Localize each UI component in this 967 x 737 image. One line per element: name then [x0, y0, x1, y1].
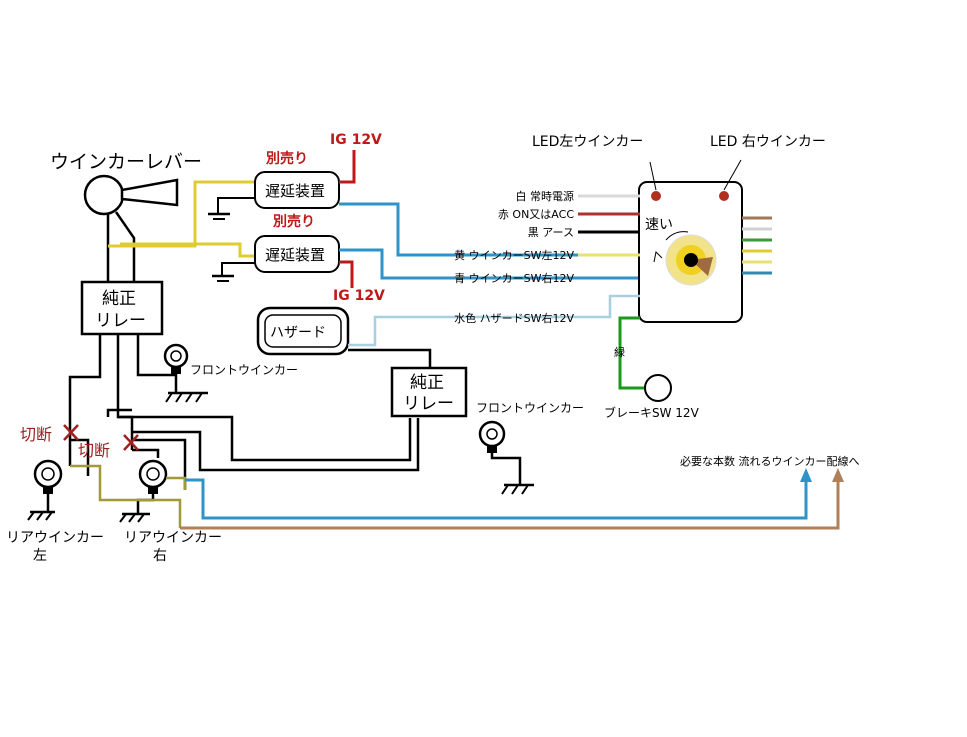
- wire-label-blue: 青 ウインカーSW右12V: [454, 271, 574, 285]
- front-winker-label-2: フロントウインカー: [476, 401, 584, 415]
- delay-label-2: 遅延装置: [265, 246, 325, 264]
- speed-label: 速い: [645, 217, 673, 233]
- brake-switch: [644, 374, 672, 402]
- relay-2-label-bottom: リレー: [403, 394, 454, 414]
- green-label: 緑: [614, 345, 625, 359]
- wire-label-lightblue: 水色 ハザードSW右12V: [454, 311, 574, 325]
- led-left-indicator: [651, 191, 661, 201]
- cut-mark-1: [63, 424, 79, 441]
- rear-right-label-1: リアウインカー: [124, 530, 222, 546]
- sold-separately-label-1: 別売り: [265, 150, 308, 167]
- wire-label-black: 黒 アース: [528, 226, 574, 239]
- brake-label: ブレーキSW 12V: [604, 405, 700, 420]
- wire-label-yellow: 黄 ウインカーSW左12V: [454, 248, 574, 262]
- cut-label-1: 切断: [20, 425, 52, 444]
- front-winker-label-1: フロントウインカー: [190, 363, 298, 377]
- relay-2: [390, 366, 468, 418]
- delay-device-2: [254, 235, 340, 273]
- relay-1-label-bottom: リレー: [95, 311, 146, 331]
- controller-input-wires: [578, 194, 640, 257]
- ig-label-2: IG 12V: [333, 288, 385, 304]
- wire-label-red: 赤 ON又はACC: [498, 208, 574, 221]
- rear-left-bulb: [27, 459, 63, 521]
- sold-separately-label-2: 別売り: [272, 213, 315, 230]
- cut-label-2: 切断: [78, 441, 110, 460]
- wire-label-white: 白 常時電源: [516, 189, 575, 203]
- relay-1-label-top: 純正: [102, 289, 136, 309]
- front-winker-2-bulb: [478, 420, 534, 495]
- led-left-label: LED左ウインカー: [532, 134, 643, 150]
- needed-wires-label: 必要な本数 流れるウインカー配線へ: [680, 454, 860, 468]
- rear-left-label-1: リアウインカー: [6, 530, 104, 546]
- front-winker-1-bulb: [163, 343, 208, 403]
- rear-left-label-2: 左: [33, 548, 47, 564]
- rear-right-label-2: 右: [153, 548, 167, 564]
- ig-label-1: IG 12V: [330, 132, 382, 148]
- relay-1: [80, 280, 164, 336]
- delay-label-1: 遅延装置: [265, 182, 325, 200]
- controller-output-wires: [742, 216, 772, 275]
- hazard-label: ハザード: [270, 325, 326, 341]
- relay-2-label-top: 純正: [410, 373, 444, 393]
- winker-lever: [83, 174, 179, 216]
- rear-right-bulb: [119, 459, 168, 523]
- led-right-indicator: [719, 191, 729, 201]
- lever-label: ウインカーレバー: [50, 151, 202, 173]
- led-right-label: LED 右ウインカー: [710, 134, 826, 150]
- delay-device-1: [254, 171, 340, 209]
- cut-mark-2: [123, 434, 139, 451]
